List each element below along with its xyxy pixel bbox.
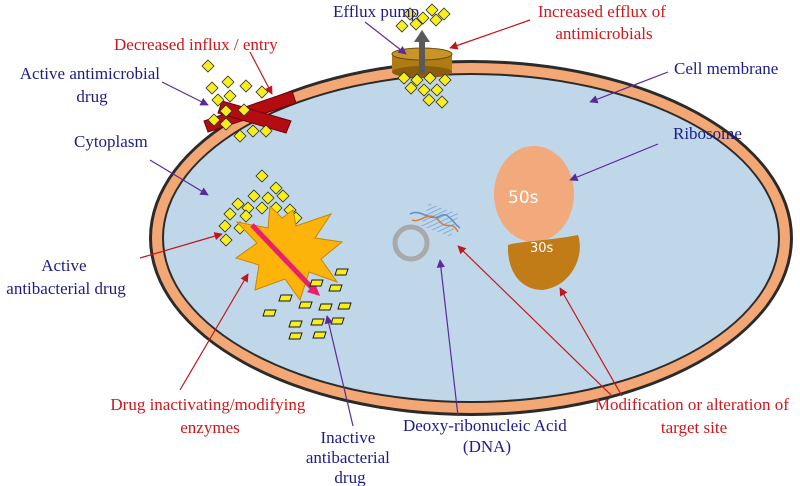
drug-diamond	[255, 201, 269, 215]
plasmid-ring	[392, 224, 430, 262]
label-cytoplasm: Cytoplasm	[74, 132, 148, 151]
drug-diamond	[231, 197, 245, 211]
arrow-ribosome	[569, 143, 659, 182]
drug-diamond	[438, 73, 452, 87]
drug-diamond	[205, 81, 219, 95]
drug-diamond	[219, 104, 233, 118]
inactive-drug-fragment	[278, 294, 293, 302]
drug-diamond	[397, 71, 411, 85]
inactive-drug-fragment	[310, 318, 325, 326]
arrow-cell-membrane	[589, 71, 669, 104]
dna-helix	[409, 203, 461, 237]
ribosome-30s-label: 30s	[530, 241, 554, 256]
inactive-drug-fragment	[312, 331, 327, 339]
drug-diamond	[255, 85, 269, 99]
drug-diamond	[237, 103, 251, 117]
drug-diamond	[437, 7, 451, 21]
label-increased-efflux: Increased efflux of antimicrobials	[538, 2, 670, 43]
enzyme-starburst	[234, 204, 344, 302]
label-active-antimicrobial: Active antimicrobial drug	[20, 64, 164, 106]
dna	[392, 203, 461, 262]
inactive-drug-fragment	[337, 302, 352, 310]
inactive-drug-fragment	[330, 317, 345, 325]
label-drug-inactivating: Drug inactivating/modifying enzymes	[110, 395, 309, 437]
inactive-drug-fragment	[309, 279, 324, 287]
inactive-drug-fragment	[262, 309, 277, 317]
arrow-cytoplasm	[149, 159, 209, 196]
drug-diamond	[430, 83, 444, 97]
drug-diamond	[404, 81, 418, 95]
ribosome: 50s 30s	[494, 146, 580, 290]
drug-diamond	[218, 219, 232, 233]
enzyme-cleavage-arrow	[250, 223, 314, 290]
drug-diamond	[269, 181, 283, 195]
drug-diamond	[422, 93, 436, 107]
arrow-dna	[436, 259, 459, 417]
arrow-increased-efflux	[449, 19, 531, 50]
ribosome-50s-label: 50s	[508, 188, 539, 208]
drug-diamond	[435, 95, 449, 109]
drug-diamond	[403, 7, 417, 21]
ribosome-30s	[507, 235, 580, 290]
drug-diamond	[425, 3, 439, 17]
drug-diamond	[255, 169, 269, 183]
inactive-drug-fragment	[328, 284, 343, 292]
drug-diamond	[239, 209, 253, 223]
arrow-active-antibacterial	[139, 232, 223, 259]
drug-diamond	[429, 13, 443, 27]
inactive-drug-fragment	[298, 301, 313, 309]
pump-arrow	[419, 40, 425, 74]
drug-diamond	[223, 89, 237, 103]
drug-diamond	[219, 117, 233, 131]
drug-diamond	[246, 124, 260, 138]
label-cell-membrane: Cell membrane	[674, 59, 778, 78]
label-dna: Deoxy-ribonucleic Acid (DNA)	[403, 416, 571, 456]
drug-diamond	[223, 207, 237, 221]
inactive-drug-fragment	[318, 303, 333, 311]
ribosome-50s	[494, 146, 574, 242]
inactive-drug-fragments	[262, 268, 352, 340]
label-efflux-pump: Efflux pump	[333, 2, 419, 21]
drug-diamond	[423, 71, 437, 85]
drug-diamond	[410, 73, 424, 87]
drug-diamond	[276, 189, 290, 203]
label-modification: Modification or alteration of target sit…	[595, 395, 793, 437]
label-ribosome: Ribosome	[673, 124, 742, 143]
drug-diamond	[416, 11, 430, 25]
arrow-efflux-pump	[364, 21, 407, 55]
efflux-pump	[391, 30, 453, 78]
drug-diamond	[261, 191, 275, 205]
inactive-drug-fragment	[288, 332, 303, 340]
arrow-modification-ribosome	[559, 287, 623, 397]
inactive-drug-fragment	[334, 268, 349, 276]
drug-diamond	[207, 113, 221, 127]
drug-diamond	[247, 189, 261, 203]
drug-diamond	[259, 124, 273, 138]
drug-diamond	[221, 75, 235, 89]
label-inactive-antibacterial: Inactive antibacterial drug	[306, 428, 394, 486]
label-active-antibacterial: Active antibacterial drug	[6, 256, 126, 298]
arrow-drug-inactivating	[179, 273, 249, 391]
arrow-inactive-antibacterial	[324, 315, 354, 427]
labels: Efflux pump Increased efflux of antimicr…	[6, 2, 793, 486]
drug-diamond	[417, 83, 431, 97]
arrow-active-antimicrobial	[161, 81, 209, 106]
arrow-decreased-influx	[249, 51, 273, 95]
drug-diamond	[233, 129, 247, 143]
arrow-modification-dna	[457, 245, 613, 397]
drug-diamond	[409, 17, 423, 31]
drug-diamond	[201, 59, 215, 73]
pointer-arrows	[139, 19, 669, 427]
inactive-drug-fragment	[288, 320, 303, 328]
drug-diamond	[211, 93, 225, 107]
drug-diamond	[395, 19, 409, 33]
drug-diamond	[239, 79, 253, 93]
label-decreased-influx: Decreased influx / entry	[114, 35, 278, 54]
